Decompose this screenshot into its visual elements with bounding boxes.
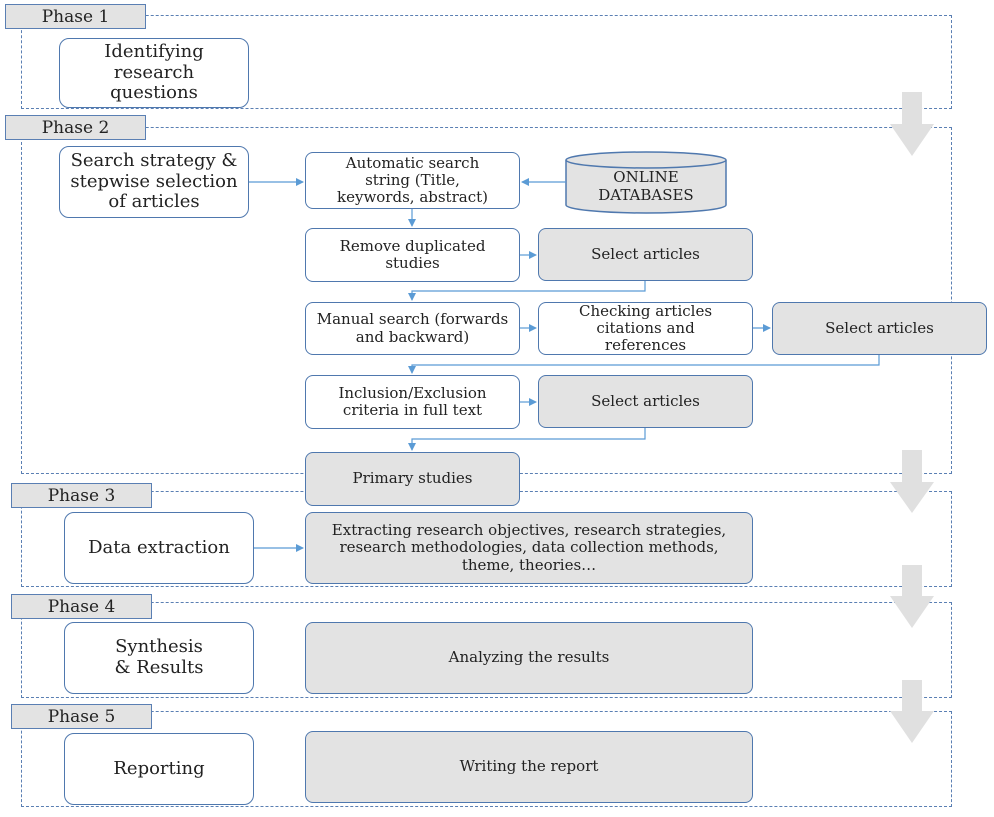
search-strategy-box: Search strategy & stepwise selection of … xyxy=(59,146,249,218)
big-arrow-1 xyxy=(890,92,934,156)
arrow-select1-to-manual xyxy=(408,281,646,301)
analyzing-results-box: Analyzing the results xyxy=(305,622,753,694)
arrow-select2-to-inclusion xyxy=(408,355,880,374)
data-extraction-box: Data extraction xyxy=(64,512,254,584)
phase-5-label: Phase 5 xyxy=(11,704,152,729)
phase-4-label: Phase 4 xyxy=(11,594,152,619)
inclusion-exclusion-box: Inclusion/Exclusion criteria in full tex… xyxy=(305,375,520,429)
identifying-research-questions-box: Identifying research questions xyxy=(59,38,249,108)
writing-report-box: Writing the report xyxy=(305,731,753,803)
big-arrow-4 xyxy=(890,680,934,743)
primary-studies-box: Primary studies xyxy=(305,452,520,506)
extracting-research-box: Extracting research objectives, research… xyxy=(305,512,753,584)
remove-duplicated-studies-box: Remove duplicated studies xyxy=(305,228,520,282)
select-articles-box-1: Select articles xyxy=(538,228,753,281)
synthesis-results-box: Synthesis & Results xyxy=(64,622,254,694)
phase-2-label: Phase 2 xyxy=(5,115,146,140)
online-databases-label: ONLINE DATABASES xyxy=(598,168,694,204)
phase-5-frame xyxy=(21,711,952,807)
phase-3-label: Phase 3 xyxy=(11,483,152,508)
manual-search-box: Manual search (forwards and backward) xyxy=(305,302,520,355)
phase-4-frame xyxy=(21,602,952,698)
arrow-select3-to-primary xyxy=(408,428,646,451)
phase-1-frame xyxy=(21,15,952,109)
checking-citations-box: Checking articles citations and referenc… xyxy=(538,302,753,355)
big-arrow-3 xyxy=(890,565,934,628)
select-articles-box-2: Select articles xyxy=(772,302,987,355)
reporting-box: Reporting xyxy=(64,733,254,805)
phase-1-label: Phase 1 xyxy=(5,4,146,29)
select-articles-box-3: Select articles xyxy=(538,375,753,428)
automatic-search-string-box: Automatic search string (Title, keywords… xyxy=(305,152,520,209)
big-arrow-2 xyxy=(890,450,934,513)
